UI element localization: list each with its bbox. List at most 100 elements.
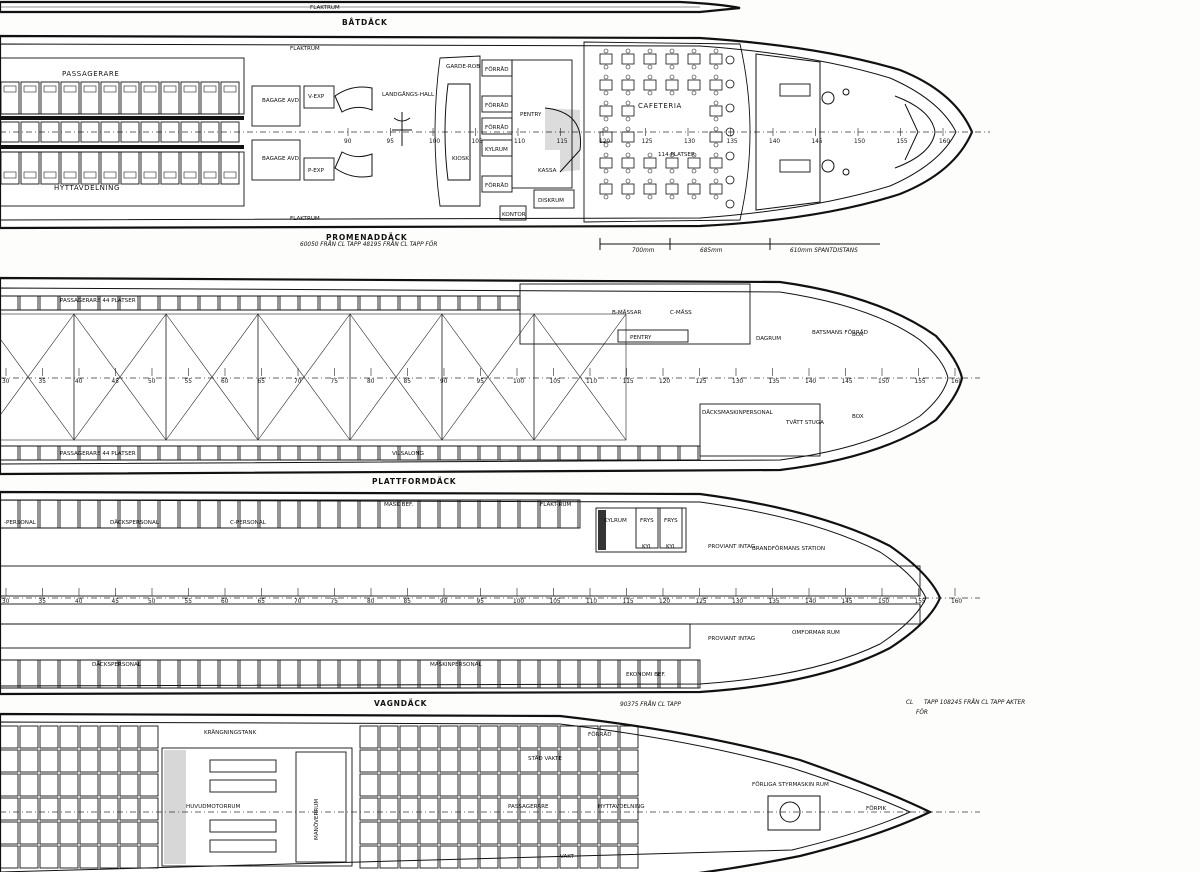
cabin <box>379 445 399 461</box>
cabin <box>59 499 79 529</box>
cabin <box>160 81 180 115</box>
chair <box>647 48 653 54</box>
cabin <box>479 749 499 773</box>
cabin <box>39 821 59 845</box>
cabin <box>599 797 619 821</box>
berth <box>183 171 197 179</box>
frame-number: 140 <box>805 599 816 605</box>
cabin <box>120 151 140 185</box>
cabin <box>119 445 139 461</box>
frame-number: 120 <box>659 379 670 385</box>
chair <box>647 168 653 174</box>
mask-bef-label: MASK BEF. <box>384 502 413 508</box>
berth <box>3 171 17 179</box>
vilsalong-label: VILSALONG <box>392 451 424 457</box>
cabin <box>79 797 99 821</box>
cabin <box>479 725 499 749</box>
cabin <box>299 499 319 529</box>
frame-number: 150 <box>878 379 889 385</box>
cabin <box>79 499 99 529</box>
cafeteria-table <box>621 79 635 91</box>
chair <box>669 90 675 96</box>
chair <box>647 74 653 80</box>
frame-number: 60 <box>221 599 229 605</box>
cabin <box>59 749 79 773</box>
cafeteria-table <box>665 157 679 169</box>
maskinpersonal-label: MASKINPERSONAL <box>430 662 482 668</box>
frame-number: 100 <box>513 599 524 605</box>
promenad-dimension-note: 60050 FRÅN CL TAPP 48195 FRÅN CL TAPP FÖ… <box>300 241 437 248</box>
frame-number: 40 <box>75 379 83 385</box>
frame-number: 115 <box>623 599 634 605</box>
cabin <box>119 797 139 821</box>
cabin <box>519 821 539 845</box>
cafeteria-table <box>621 183 635 195</box>
forrad-label-4: FÖRRÅD <box>485 182 509 189</box>
cabin <box>0 821 19 845</box>
kassa-label: KASSA <box>538 168 557 174</box>
cabin <box>499 845 519 869</box>
top-partial-deck: FLAKTRUM <box>0 0 741 14</box>
deck-title-vagndack: VAGNDÄCK <box>374 699 428 708</box>
cabin <box>259 499 279 529</box>
chair <box>691 178 697 184</box>
cabin <box>439 295 459 311</box>
cabin <box>200 81 220 115</box>
cabin <box>19 725 39 749</box>
cafeteria-table <box>665 79 679 91</box>
huvudmotorrum-label: HUVUDMOTORRUM <box>186 804 240 810</box>
cabin <box>199 659 219 689</box>
chair <box>603 116 609 122</box>
cabin <box>379 797 399 821</box>
cabin <box>0 797 19 821</box>
cafeteria-table <box>643 53 657 65</box>
cafeteria-table <box>599 183 613 195</box>
cabin <box>519 659 539 689</box>
cabin <box>459 749 479 773</box>
cabin <box>119 845 139 869</box>
ekonomi-label: EKONOMI BEF. <box>626 672 666 678</box>
cafeteria-round-table <box>725 55 735 65</box>
vakt-label: VAKT <box>560 854 575 860</box>
cabin <box>239 659 259 689</box>
frame-number: 60 <box>221 379 229 385</box>
cafeteria-table <box>665 53 679 65</box>
frame-number: 155 <box>915 599 926 605</box>
cafeteria-table <box>621 157 635 169</box>
cabin <box>60 121 80 143</box>
frame-number: 140 <box>769 139 780 145</box>
cafeteria-label: CAFETERIA <box>638 102 682 110</box>
chair <box>647 152 653 158</box>
cafeteria-round-table <box>725 151 735 161</box>
cabin <box>519 773 539 797</box>
cabin <box>59 295 79 311</box>
chair <box>647 178 653 184</box>
cabin <box>19 659 39 689</box>
flaktrum-label-bottom: FLAKTRUM <box>290 216 320 222</box>
cabin <box>0 295 19 311</box>
hyttavdelning2-label: HYTTAVDELNING <box>598 804 645 810</box>
cabin <box>359 773 379 797</box>
cabin <box>319 445 339 461</box>
cabin <box>619 725 639 749</box>
cabin <box>100 81 120 115</box>
bagage-avd-label-2: BAGAGE AVD. <box>262 156 301 162</box>
frame-number: 80 <box>367 599 375 605</box>
chair <box>713 126 719 132</box>
berth <box>23 85 37 93</box>
cabin <box>419 749 439 773</box>
cabin <box>79 845 99 869</box>
cabin <box>439 845 459 869</box>
cabin <box>239 295 259 311</box>
frame-number: 90 <box>440 599 448 605</box>
cafeteria-table <box>599 53 613 65</box>
cabin <box>559 725 579 749</box>
deck-title-plattformdack: PLATTFORMDÄCK <box>372 477 457 486</box>
cabin <box>399 845 419 869</box>
cabin <box>39 725 59 749</box>
cabin <box>619 797 639 821</box>
frame-number: 100 <box>513 379 524 385</box>
chair <box>625 142 631 148</box>
cabin <box>39 659 59 689</box>
frame-number: 110 <box>586 599 597 605</box>
